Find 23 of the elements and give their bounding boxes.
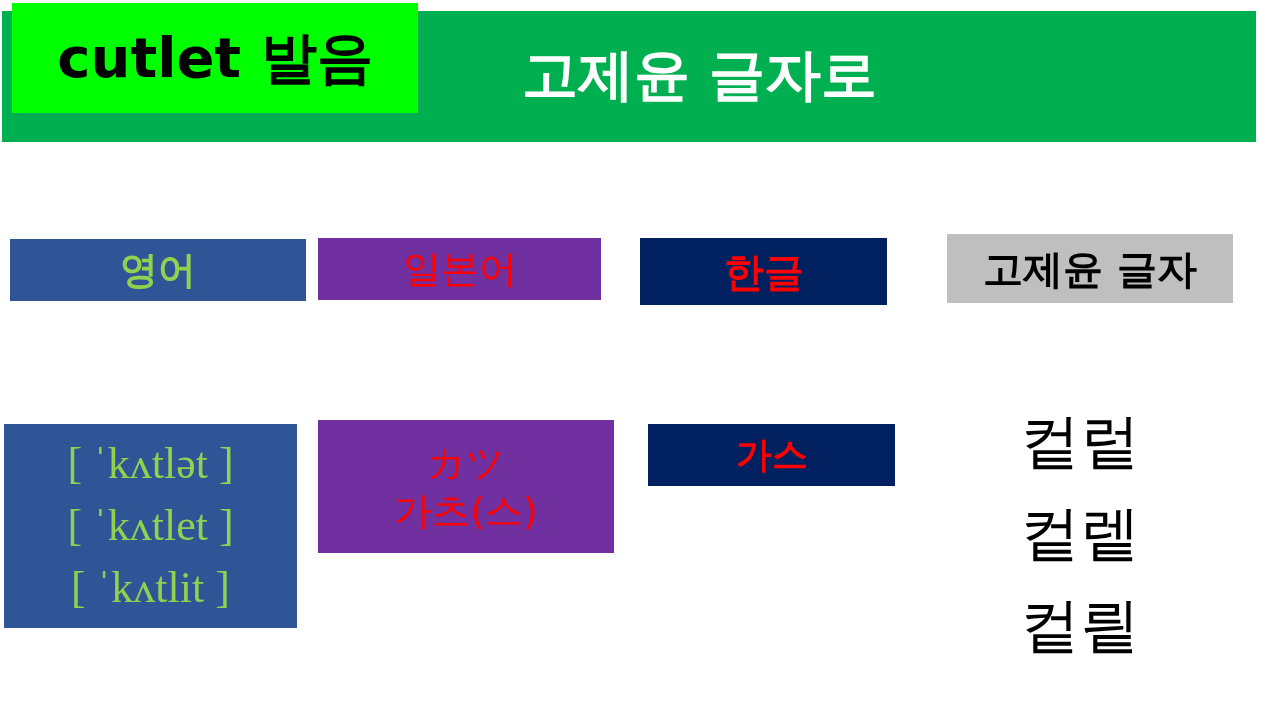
- node-text: 가츠(스): [394, 487, 538, 535]
- node-text: [ ˈkʌtlet ]: [67, 500, 234, 552]
- header-box: [318, 238, 601, 300]
- node-text: 한글: [723, 247, 804, 297]
- pronunciation-text: 컽릩: [1020, 589, 1140, 662]
- header-box: [947, 234, 1233, 303]
- node-text: 일본어: [402, 245, 517, 293]
- pronunciation-text: 컽렡: [1020, 497, 1140, 570]
- node-text: cutlet 발음: [57, 24, 373, 92]
- node-text: 영어: [120, 246, 196, 294]
- node-text: [ ˈkʌtlit ]: [71, 562, 230, 614]
- node-text: [ ˈkʌtlət ]: [67, 438, 234, 490]
- node-text: 고제윤 글자: [983, 244, 1197, 294]
- node-text: カツ: [427, 439, 505, 487]
- cell-box: [648, 424, 895, 486]
- cell-box: [4, 424, 297, 628]
- node-text: 고제윤 글자로: [522, 41, 879, 109]
- node-text: 가스: [735, 433, 808, 477]
- header-box: [10, 239, 306, 301]
- header-box: [640, 238, 887, 305]
- title-box: [12, 3, 418, 113]
- cell-box: [318, 420, 614, 553]
- pronunciation-text: 컽렅: [1020, 405, 1140, 478]
